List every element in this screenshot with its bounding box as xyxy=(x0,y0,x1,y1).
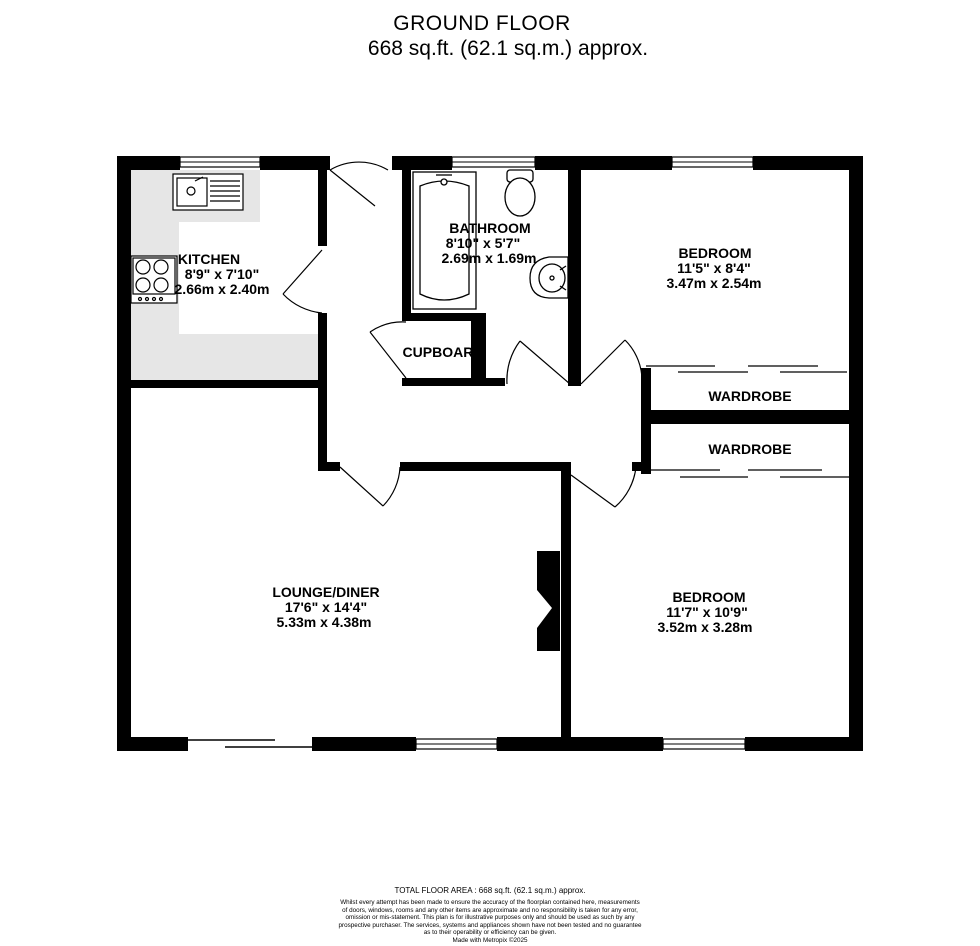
disclaimer-line: omission or mis-statement. This plan is … xyxy=(345,914,635,921)
walls xyxy=(117,156,863,751)
made-with: Made with Metropix ©2025 xyxy=(452,936,528,944)
disclaimer-line: of doors, windows, rooms and any other i… xyxy=(342,906,638,914)
disclaimer-line: prospective purchaser. The services, sys… xyxy=(338,921,642,929)
bedroom2-imperial: 11'7" x 10'9" xyxy=(666,604,747,620)
bath-icon xyxy=(412,171,477,310)
wardrobe1-label: WARDROBE xyxy=(708,388,791,404)
lounge-door xyxy=(339,466,401,507)
wardrobe-doors xyxy=(646,365,849,478)
cupboard-door xyxy=(369,321,407,379)
entrance-door xyxy=(329,161,389,207)
toilet-icon xyxy=(504,169,536,217)
lounge-label: LOUNGE/DINER xyxy=(272,584,379,600)
lounge-imperial: 17'6" x 14'4" xyxy=(285,599,367,615)
kitchen-label: KITCHEN xyxy=(178,251,240,267)
bedroom1-label: BEDROOM xyxy=(678,245,751,261)
bathroom-door xyxy=(506,340,571,385)
hob-icon xyxy=(130,255,178,304)
doors xyxy=(282,161,643,508)
bathroom-imperial: 8'10" x 5'7" xyxy=(446,235,520,251)
bedroom2-door xyxy=(570,466,637,508)
basin-icon xyxy=(529,256,569,299)
window-lines xyxy=(180,161,753,745)
disclaimer: Whilst every attempt has been made to en… xyxy=(290,899,690,944)
floor-title: GROUND FLOOR xyxy=(393,12,571,35)
floor-area: 668 sq.ft. (62.1 sq.m.) approx. xyxy=(367,37,649,60)
kitchen-metric: 2.66m x 2.40m xyxy=(175,281,270,297)
bedroom2-metric: 3.52m x 3.28m xyxy=(658,619,753,635)
disclaimer-line: as to their operability or efficiency ca… xyxy=(423,929,557,936)
patio-door xyxy=(188,739,312,748)
lounge-metric: 5.33m x 4.38m xyxy=(277,614,372,630)
bedroom1-door xyxy=(580,339,643,385)
kitchen-imperial: 8'9" x 7'10" xyxy=(185,266,259,282)
bedroom1-metric: 3.47m x 2.54m xyxy=(667,275,762,291)
bedroom1-imperial: 11'5" x 8'4" xyxy=(677,260,751,276)
bathroom-label: BATHROOM xyxy=(449,220,530,236)
cupboard-label: CUPBOARD xyxy=(403,344,484,360)
kitchen-door xyxy=(282,249,323,314)
bathroom-metric: 2.69m x 1.69m xyxy=(442,250,537,266)
total-floor-area: TOTAL FLOOR AREA : 668 sq.ft. (62.1 sq.m… xyxy=(394,886,586,895)
sink-icon xyxy=(172,173,244,211)
bedroom2-label: BEDROOM xyxy=(672,589,745,605)
disclaimer-line: Whilst every attempt has been made to en… xyxy=(340,899,640,906)
kitchen-floor xyxy=(131,170,318,380)
wardrobe2-label: WARDROBE xyxy=(708,441,791,457)
